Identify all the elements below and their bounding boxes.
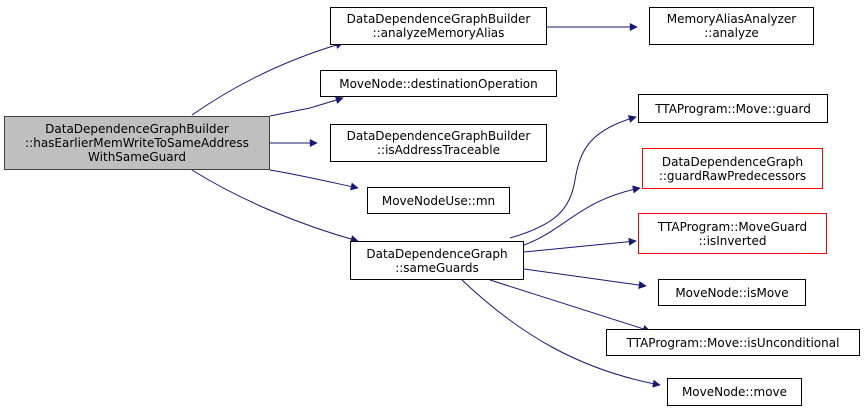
node-has-earlier-mem-write-to-same-address-with-same-guard: DataDependenceGraphBuilder ::hasEarlierM… xyxy=(4,116,270,170)
edge-root-analyzeMemoryAlias xyxy=(191,41,344,116)
node-line: ::sameGuards xyxy=(395,260,479,275)
node-line: MoveNode::move xyxy=(681,385,788,399)
node-line: ::isInverted xyxy=(698,233,767,248)
edge-sameGuards-move xyxy=(461,279,661,388)
node-destination-operation[interactable]: MoveNode::destinationOperation xyxy=(320,70,557,97)
node-line: ::isAddressTraceable xyxy=(377,143,500,157)
node-is-unconditional[interactable]: TTAProgram::Move::isUnconditional xyxy=(606,329,860,356)
edge-root-destinationOperation xyxy=(269,96,344,117)
node-line: TTAProgram::Move::isUnconditional xyxy=(626,335,840,350)
node-line: DataDependenceGraph xyxy=(366,246,508,261)
edge-sameGuards-guardRawPredecessors xyxy=(523,185,641,246)
node-line: DataDependenceGraphBuilder xyxy=(346,12,531,26)
node-line: WithSameGuard xyxy=(88,150,186,164)
node-line: DataDependenceGraphBuilder xyxy=(346,129,531,143)
node-is-address-traceable[interactable]: DataDependenceGraphBuilder ::isAddressTr… xyxy=(330,124,547,162)
node-line: ::analyze xyxy=(704,26,759,40)
edge-sameGuards-isInverted xyxy=(523,237,637,253)
node-line: TTAProgram::Move::guard xyxy=(655,101,811,116)
node-move-guard[interactable]: TTAProgram::Move::guard xyxy=(638,94,828,123)
node-line: MoveNode::isMove xyxy=(675,285,789,300)
node-same-guards[interactable]: DataDependenceGraph ::sameGuards xyxy=(350,241,524,280)
edge-sameGuards-guard xyxy=(509,115,637,239)
node-move-guard-is-inverted[interactable]: TTAProgram::MoveGuard ::isInverted xyxy=(638,213,827,254)
node-line: MoveNode::destinationOperation xyxy=(339,76,538,91)
edge-root-sameGuards xyxy=(191,169,359,243)
node-line: ::analyzeMemoryAlias xyxy=(372,26,505,40)
node-move-node-move[interactable]: MoveNode::move xyxy=(667,378,802,406)
node-line: MemoryAliasAnalyzer xyxy=(666,12,797,26)
edge-sameGuards-isMove xyxy=(523,268,647,289)
node-move-node-is-move[interactable]: MoveNode::isMove xyxy=(658,279,806,306)
edge-root-mn xyxy=(269,169,359,191)
node-guard-raw-predecessors[interactable]: DataDependenceGraph ::guardRawPredecesso… xyxy=(642,148,823,189)
node-line: MoveNodeUse::mn xyxy=(381,193,496,208)
edge-sameGuards-isUnconditional xyxy=(489,279,651,333)
node-line: ::guardRawPredecessors xyxy=(658,168,807,183)
node-analyze-memory-alias[interactable]: DataDependenceGraphBuilder ::analyzeMemo… xyxy=(330,7,547,45)
node-line: DataDependenceGraphBuilder xyxy=(45,122,229,136)
node-memory-alias-analyzer-analyze[interactable]: MemoryAliasAnalyzer ::analyze xyxy=(649,7,814,45)
node-line: DataDependenceGraph xyxy=(661,154,804,169)
node-move-node-use-mn[interactable]: MoveNodeUse::mn xyxy=(367,187,510,214)
node-line: ::hasEarlierMemWriteToSameAddress xyxy=(25,136,249,150)
node-line: TTAProgram::MoveGuard xyxy=(657,219,808,234)
